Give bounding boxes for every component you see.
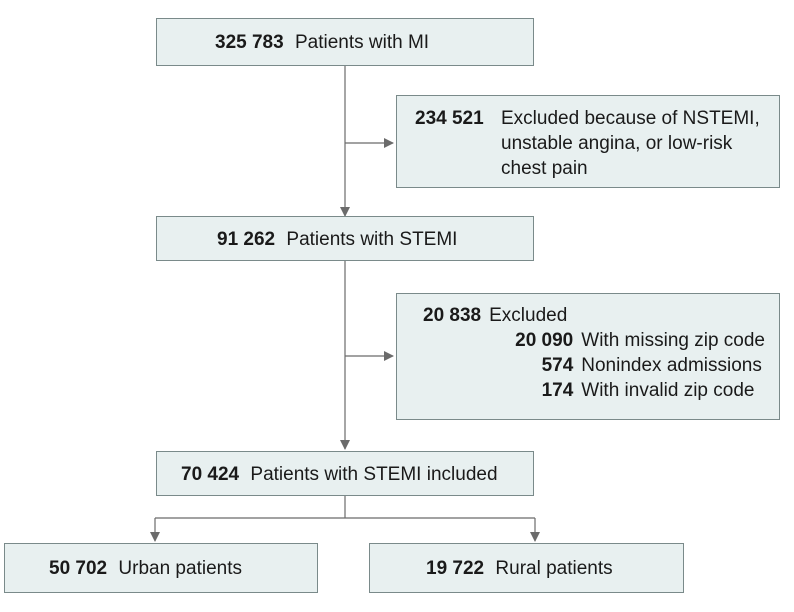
item-count: 574 (541, 355, 574, 376)
label: Excluded (489, 305, 568, 326)
label: Patients with STEMI included (250, 464, 498, 485)
count: 19 722 (426, 558, 485, 579)
count: 91 262 (217, 229, 276, 250)
label-line-1: Excluded because of NSTEMI, (501, 108, 760, 129)
box-patients-stemi: 91 262 Patients with STEMI (156, 216, 534, 261)
label-line-3: chest pain (501, 158, 588, 179)
item-count: 174 (541, 380, 574, 401)
count: 50 702 (49, 558, 108, 579)
count: 70 424 (181, 464, 240, 485)
item-count: 20 090 (515, 330, 574, 351)
count: 234 521 (415, 108, 484, 129)
count: 325 783 (215, 32, 284, 53)
box-exclusion-nstemi: 234 521 Excluded because of NSTEMI, unst… (396, 95, 780, 188)
box-urban: 50 702 Urban patients (4, 543, 318, 593)
label-line-2: unstable angina, or low-risk (501, 133, 733, 154)
item-label: With invalid zip code (581, 380, 755, 401)
count: 20 838 (423, 305, 482, 326)
label: Urban patients (118, 558, 242, 579)
box-exclusion-zip: 20 838 Excluded 20 090 With missing zip … (396, 293, 780, 420)
label: Rural patients (495, 558, 613, 579)
label: Patients with STEMI (286, 229, 458, 250)
label: Patients with MI (294, 32, 430, 53)
box-patients-mi: 325 783 Patients with MI (156, 18, 534, 66)
item-label: With missing zip code (581, 330, 765, 351)
item-label: Nonindex admissions (581, 355, 762, 376)
box-stemi-included: 70 424 Patients with STEMI included (156, 451, 534, 496)
box-rural: 19 722 Rural patients (369, 543, 684, 593)
